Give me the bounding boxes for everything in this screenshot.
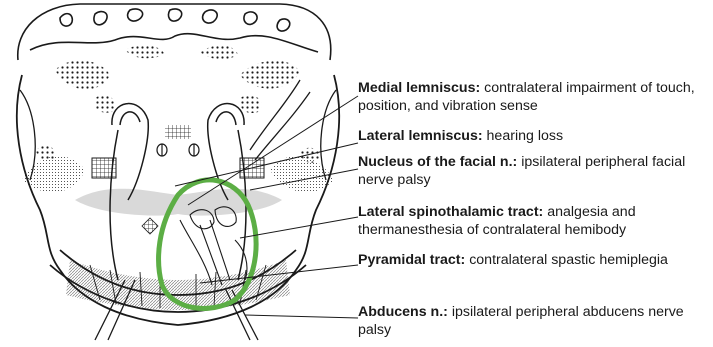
label-term: Abducens n.:: [358, 304, 448, 320]
label-description: hearing loss: [487, 128, 564, 144]
label-term: Medial lemniscus:: [358, 80, 480, 96]
label-term: Pyramidal tract:: [358, 252, 465, 268]
label-facial-nucleus: Nucleus of the facial n.: ipsilateral pe…: [358, 153, 710, 189]
label-abducens-nerve: Abducens n.: ipsilateral peripheral abdu…: [358, 303, 710, 339]
label-medial-lemniscus: Medial lemniscus: contralateral impairme…: [358, 79, 710, 115]
cerebellum: [18, 4, 331, 60]
label-term: Nucleus of the facial n.:: [358, 154, 517, 170]
annotation-labels: Medial lemniscus: contralateral impairme…: [358, 0, 713, 347]
cerebellar-nuclei: [55, 45, 300, 113]
label-lateral-lemniscus: Lateral lemniscus: hearing loss: [358, 127, 710, 145]
lesion-internal-structures: [180, 207, 247, 285]
label-term: Lateral lemniscus:: [358, 128, 483, 144]
label-term: Lateral spinothalamic tract:: [358, 204, 543, 220]
label-lateral-spinothalamic-tract: Lateral spinothalamic tract: analgesia a…: [358, 203, 710, 239]
abducens-nuclei: [157, 144, 199, 156]
label-pyramidal-tract: Pyramidal tract: contralateral spastic h…: [358, 251, 710, 269]
hatched-nuclei: [92, 125, 264, 234]
label-description: contralateral spastic hemiplegia: [469, 252, 668, 268]
